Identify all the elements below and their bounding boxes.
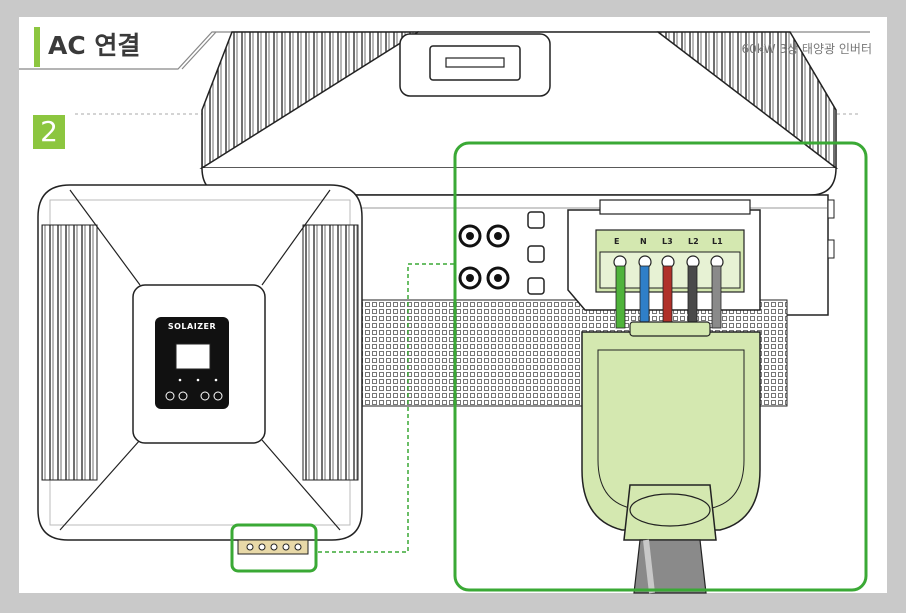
- ac-connector-housing: [581, 321, 761, 594]
- ac-wires: [615, 265, 722, 329]
- wire-l2: [687, 265, 698, 329]
- inverter-brand: SOLAIZER: [167, 322, 217, 331]
- wire-l3: [662, 265, 673, 329]
- terminal-label: L2: [688, 237, 699, 246]
- terminal-label: L3: [662, 237, 673, 246]
- terminal-screws: [613, 255, 724, 269]
- panel-button: [178, 391, 188, 401]
- terminal-label: L1: [712, 237, 723, 246]
- page-subtitle: 60kW 3상 태양광 인버터: [741, 42, 872, 56]
- panel-button: [200, 391, 210, 401]
- panel-button: [165, 391, 175, 401]
- detail-highlight-box: [453, 141, 868, 592]
- panel-button: [213, 391, 223, 401]
- lcd-screen: [175, 343, 211, 370]
- title-accent-bar: [34, 27, 40, 67]
- terminal-label: E: [614, 237, 619, 246]
- page-title: AC 연결: [48, 31, 141, 60]
- inverter-overview: [37, 184, 363, 555]
- callout-line: [318, 263, 455, 553]
- wire-n: [639, 265, 650, 329]
- step-badge: 2: [33, 115, 65, 149]
- terminal-labels: E N L3 L2 L1: [614, 237, 723, 246]
- terminal-label: N: [640, 237, 647, 246]
- dc-connectors: [458, 211, 545, 295]
- wire-e: [615, 265, 626, 329]
- terminal-highlight-box: [230, 523, 318, 573]
- wire-l1: [711, 265, 722, 329]
